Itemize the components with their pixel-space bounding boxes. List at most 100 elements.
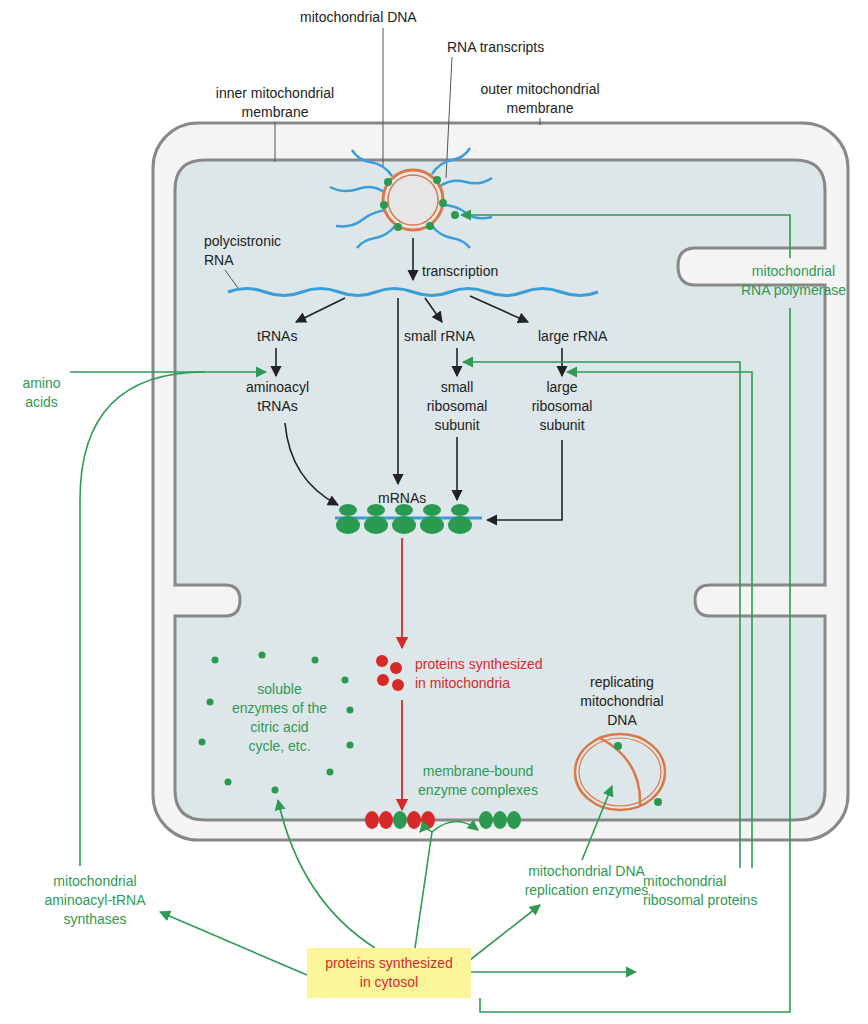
enzyme-dot	[207, 699, 214, 706]
import-line	[415, 832, 432, 948]
protein-arrow	[401, 700, 403, 810]
ribosome-large	[336, 516, 360, 534]
polymerase-dot	[384, 178, 392, 186]
text-label: large rRNA	[538, 327, 607, 346]
text-label: amino acids	[14, 374, 69, 412]
rna-strand	[440, 178, 492, 186]
enzyme-dot	[212, 657, 219, 664]
rna-strand	[336, 210, 386, 226]
membrane-complexes	[365, 811, 521, 829]
cytosol-box: proteins synthesized in cytosol	[307, 948, 471, 998]
process-arrow	[456, 348, 458, 376]
process-arrow	[487, 440, 562, 520]
polycistronic-rna-strand	[228, 289, 598, 296]
leader-line	[225, 270, 238, 288]
rna-strand	[357, 226, 395, 248]
protein-dot	[377, 674, 389, 686]
replicating-dna	[579, 738, 661, 806]
text-label: small ribosomal subunit	[417, 378, 497, 435]
complex-subunit	[393, 811, 407, 829]
inner-membrane	[175, 160, 825, 820]
text-label: mitochondrial DNA	[300, 8, 417, 27]
text-label: mRNAs	[378, 489, 426, 508]
text-label: RNA transcripts	[447, 38, 544, 57]
import-arrow	[420, 829, 432, 832]
text-label: aminoacyl tRNAs	[235, 378, 320, 416]
process-arrow	[412, 238, 414, 280]
complex-subunit	[379, 811, 393, 829]
enzyme-dot	[225, 779, 232, 786]
soluble-enzymes	[199, 652, 354, 794]
process-arrows	[276, 238, 562, 520]
text-label: mitochondrial aminoacyl-tRNA synthases	[40, 872, 150, 929]
complex-subunit	[407, 811, 421, 829]
text-label: soluble enzymes of the citric acid cycle…	[232, 680, 327, 756]
ribosome-large	[448, 516, 472, 534]
mito-proteins	[376, 655, 404, 691]
enzyme-dot	[347, 707, 354, 714]
import-line	[80, 372, 205, 866]
rna-strand	[442, 205, 492, 218]
process-arrow	[285, 423, 338, 505]
polymerase-dot	[380, 201, 388, 209]
complex-subunit	[365, 811, 379, 829]
rna-strand	[432, 226, 470, 248]
process-arrow	[470, 296, 528, 322]
polymerase-dot	[439, 199, 447, 207]
text-label: replicating mitochondrial DNA	[572, 673, 672, 730]
text-label: large ribosomal subunit	[522, 378, 602, 435]
enzyme-dot	[312, 657, 319, 664]
text-label: inner mitochondrial membrane	[205, 84, 345, 122]
import-arrow	[432, 821, 478, 832]
text-label: mitochondrial DNA replication enzymes	[519, 862, 654, 900]
process-arrow	[456, 437, 458, 500]
text-label: outer mitochondrial membrane	[470, 80, 610, 118]
text-label: small rRNA	[404, 327, 475, 346]
complex-subunit	[507, 811, 521, 829]
enzyme-dot	[327, 769, 334, 776]
import-arrow	[70, 371, 266, 373]
enzyme-dot	[199, 739, 206, 746]
enzyme-dot	[259, 652, 266, 659]
rna-transcripts	[330, 148, 492, 248]
enzyme-dot	[342, 677, 349, 684]
polymerase-dot	[451, 211, 459, 219]
complex-subunit	[493, 811, 507, 829]
import-arrow	[160, 912, 307, 975]
protein-dot	[376, 655, 388, 667]
import-arrow	[567, 372, 752, 868]
polymerase-dots	[380, 176, 459, 231]
ribosome-small	[451, 504, 469, 516]
replicating-dna	[575, 734, 665, 810]
ribosome-large	[364, 516, 388, 534]
process-arrow	[397, 298, 399, 484]
outer-membrane	[153, 123, 848, 840]
text-label: membrane-bound enzyme complexes	[413, 762, 543, 800]
replication-enzyme-dot	[654, 798, 662, 806]
polymerase-dot	[426, 222, 434, 230]
polymerase-dot	[433, 176, 441, 184]
import-arrow	[278, 800, 375, 948]
text-label: mitochondrial RNA polymerase	[738, 262, 849, 300]
leader-line	[383, 28, 384, 168]
text-label: tRNAs	[257, 327, 297, 346]
import-arrow	[470, 905, 540, 960]
ribosome-small	[339, 504, 357, 516]
polymerase-dot	[394, 223, 402, 231]
text-label: polycistronic RNA	[204, 232, 299, 270]
protein-dot	[392, 679, 404, 691]
process-arrow	[425, 298, 442, 322]
rna-strand	[352, 150, 392, 176]
ribosomes	[336, 504, 472, 534]
complex-subunit	[479, 811, 493, 829]
replication-enzyme-dot	[614, 742, 622, 750]
import-lines	[70, 215, 790, 1012]
box-text: proteins synthesized in cytosol	[322, 954, 456, 992]
protein-arrows	[401, 538, 403, 810]
text-label: proteins synthesized in mitochondria	[415, 655, 550, 693]
enzyme-dot	[272, 787, 279, 794]
leader-line	[275, 122, 276, 162]
import-arrow	[461, 215, 790, 258]
